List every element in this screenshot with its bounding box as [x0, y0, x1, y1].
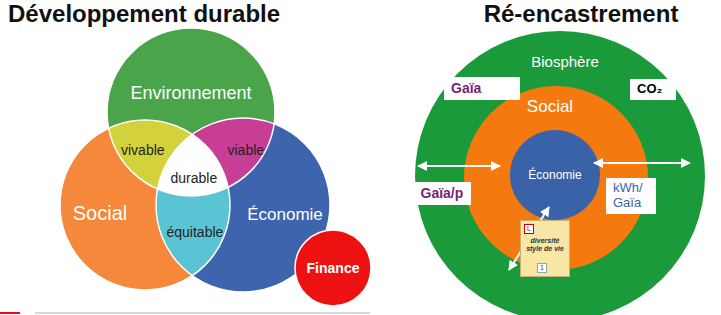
node-text: Gaïa/p — [421, 185, 464, 201]
node-text: CO₂ — [637, 82, 669, 97]
node-text: Gaïa — [451, 80, 513, 96]
finance-circle: Finance — [295, 230, 371, 306]
section-heading: Ré-encastrement — [484, 0, 679, 28]
footer-rule — [0, 312, 20, 314]
label-box: Gaïa — [444, 77, 520, 100]
label-box: CO₂ — [630, 79, 676, 100]
economy-core: Économie — [510, 130, 600, 220]
label-box: Gaïa/p — [414, 182, 471, 205]
circle-outline — [60, 120, 230, 290]
node-text: vivable — [121, 142, 165, 158]
node-text: kWh/ Gaïa — [613, 181, 649, 211]
node-text: L — [524, 224, 534, 234]
economy-core — [510, 130, 600, 220]
overlap-region: équitable — [167, 224, 224, 241]
overlap-region: viable — [228, 142, 265, 159]
social-circle: Social — [60, 120, 230, 290]
overlap-region: durable — [171, 170, 218, 187]
node-text: Social — [73, 202, 127, 225]
circle-outline — [107, 28, 275, 196]
venn-overlap — [60, 118, 330, 292]
biosphere-circle — [415, 31, 705, 315]
node-text: Économie — [247, 205, 323, 225]
node-text: Environnement — [130, 83, 251, 104]
label-box: kWh/ Gaïa — [606, 178, 656, 214]
node-text: Biosphère — [531, 53, 599, 70]
node-text: diversité style de vie — [524, 237, 566, 253]
node-text: 1 — [537, 263, 547, 273]
node-text: viable — [228, 142, 265, 158]
node-text: durable — [171, 170, 218, 186]
node-text: Finance — [307, 260, 360, 276]
node-text: équitable — [167, 224, 224, 240]
span-arrow — [594, 162, 690, 164]
overlap-region: vivable — [121, 142, 165, 159]
diagram-title: Développement durable — [8, 0, 280, 28]
book-cover: Ldiversité style de vie 1 — [520, 220, 570, 277]
biosphere-circle: BiosphèreGaïa CO₂ SocialÉconomieLdiversité… — [415, 31, 705, 315]
economy-circle: Économie — [156, 118, 330, 292]
finance-circle — [295, 230, 371, 306]
node-text: Social — [527, 97, 573, 117]
footer-rule — [35, 312, 370, 314]
node-text: Économie — [528, 169, 581, 183]
span-arrow — [418, 165, 500, 167]
